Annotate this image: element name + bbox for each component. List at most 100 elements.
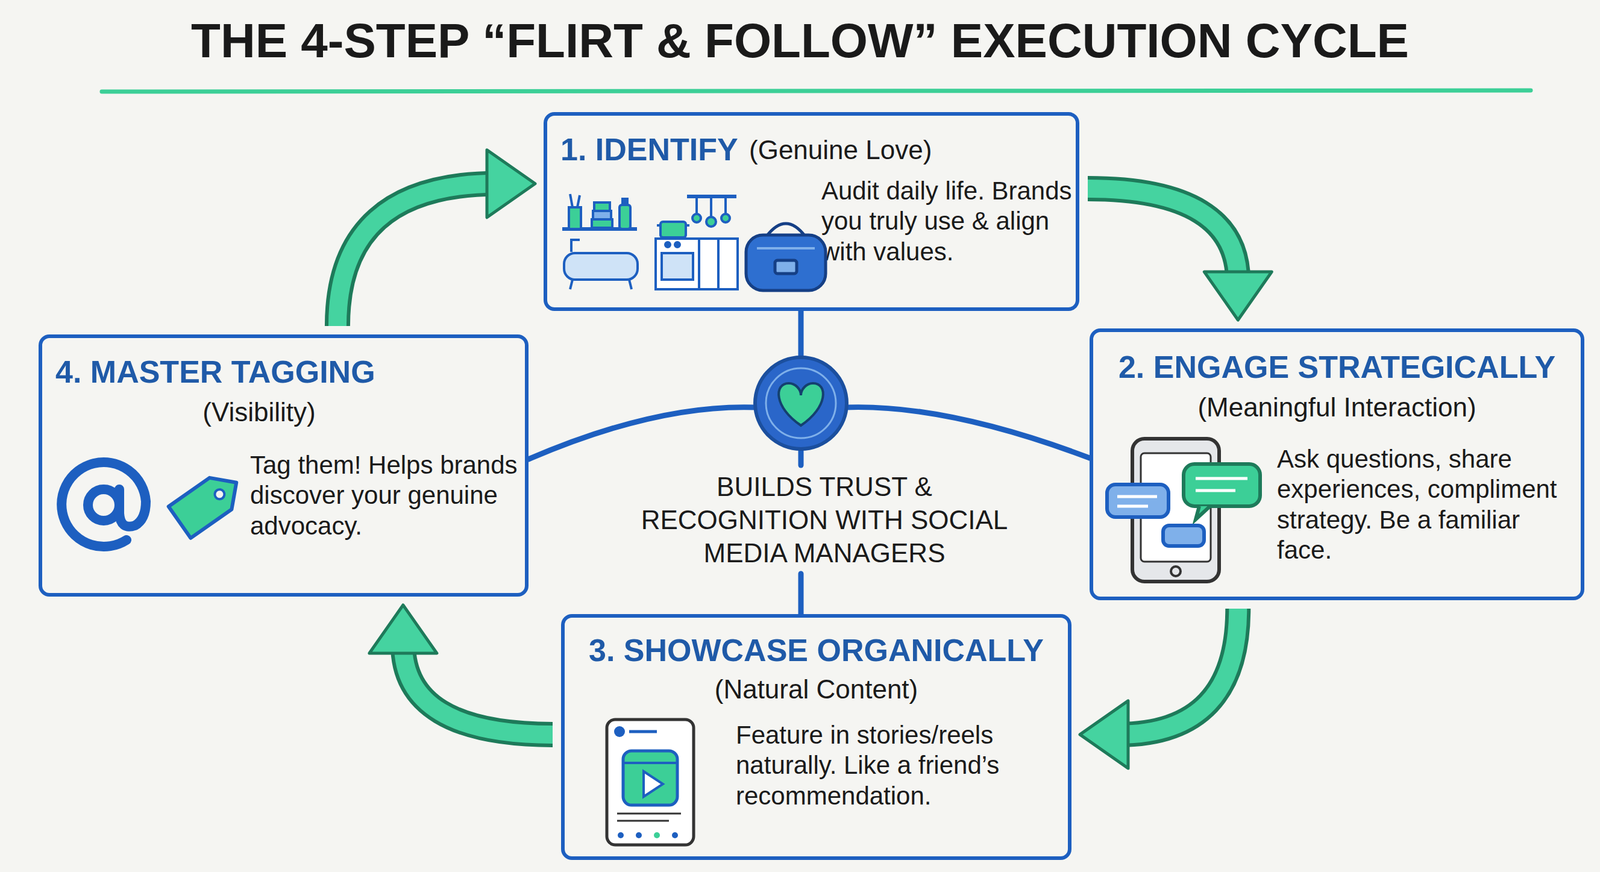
- step-box: 1. IDENTIFY(Genuine Love)Audit daily lif…: [543, 112, 1080, 311]
- title-underline: [101, 89, 1531, 92]
- step-body: Feature in stories/reels naturally. Like…: [735, 720, 1059, 812]
- step-subtitle: (Visibility): [42, 397, 477, 428]
- hub-lines: [798, 573, 804, 615]
- cycle-arrow: [369, 605, 553, 735]
- bag-icon: [756, 247, 815, 250]
- step-body: Audit daily life. Brands you truly use &…: [821, 175, 1075, 267]
- bathroom-icon: [629, 279, 632, 290]
- hub-lines: [798, 310, 804, 358]
- arrow-outline: [403, 643, 553, 735]
- step-body: Ask questions, share experiences, compli…: [1276, 444, 1576, 566]
- title-underline: [101, 89, 1531, 92]
- kitchen-icon: [692, 213, 701, 223]
- bathroom-icon: [562, 194, 638, 290]
- chat-phone-icon: [1170, 566, 1181, 577]
- bathroom-icon: [562, 227, 637, 231]
- kitchen-icon: [717, 238, 720, 290]
- bathroom-icon: [570, 194, 573, 208]
- arrow-head: [369, 605, 437, 654]
- bathroom-icon: [571, 239, 580, 252]
- reel-post-icon: [653, 832, 660, 839]
- chat-phone-icon: [1195, 506, 1211, 520]
- step-box: 3. SHOWCASE ORGANICALLY(Natural Content)…: [561, 614, 1072, 860]
- arrow-outline: [1118, 608, 1238, 735]
- hub-lines: [528, 407, 757, 460]
- step-heading: 3. SHOWCASE ORGANICALLY: [564, 632, 1068, 669]
- kitchen-icon: [660, 221, 686, 238]
- step-heading: 4. MASTER TAGGING: [55, 353, 376, 390]
- heart-hub: [755, 357, 847, 449]
- step-box: 4. MASTER TAGGING (Visibility) Tag them! H…: [38, 334, 529, 597]
- bathroom-icon: [592, 210, 612, 220]
- kitchen-icon: [674, 242, 680, 248]
- bathroom-icon: [619, 204, 631, 230]
- kitchen-icon: [687, 194, 737, 199]
- arrow-head: [1079, 700, 1129, 769]
- kitchen-icon: [655, 196, 738, 290]
- kitchen-icon: [685, 224, 690, 227]
- tag-icon: [168, 467, 248, 539]
- chat-phone-icon: [1107, 484, 1169, 518]
- arrow-outline: [337, 183, 497, 327]
- chat-phone-icon: [1117, 505, 1149, 509]
- reel-post-icon: [617, 820, 669, 822]
- kitchen-icon: [695, 196, 698, 215]
- hub-lines: [528, 310, 1090, 615]
- hub-lines: [845, 407, 1090, 459]
- chat-phone-icon: [1183, 464, 1261, 507]
- at-symbol-icon: [61, 462, 146, 547]
- arrow-head: [486, 150, 536, 218]
- chat-phone-icon: [1140, 453, 1211, 562]
- reel-post-icon: [635, 832, 642, 839]
- reel-post-icon: [617, 812, 681, 815]
- at-symbol-icon: [61, 462, 146, 547]
- hub-lines: [798, 448, 804, 466]
- chat-phone-icon: [1132, 438, 1220, 582]
- chat-phone-icon: [1195, 477, 1248, 481]
- reel-post-icon: [606, 719, 694, 845]
- heart-hub: [755, 357, 847, 449]
- step-heading: 1. IDENTIFY: [560, 131, 739, 168]
- reel-post-icon: [629, 730, 657, 734]
- bag-icon: [746, 235, 826, 291]
- bag-icon: [774, 260, 797, 274]
- kitchen-icon: [709, 196, 713, 219]
- tag-icon: [212, 487, 226, 501]
- diagram-title: THE 4-STEP “FLIRT & FOLLOW” EXECUTION CY…: [0, 13, 1600, 69]
- at-symbol-icon: [87, 489, 120, 521]
- kitchen-icon: [656, 224, 661, 227]
- step-subtitle: (Meaningful Interaction): [1093, 392, 1581, 423]
- reel-post-icon: [671, 832, 678, 839]
- heart-hub: [778, 383, 824, 426]
- tag-icon: [168, 467, 248, 539]
- arrow-shaft: [337, 183, 497, 327]
- arrow-shaft: [1087, 188, 1238, 282]
- reel-post-icon: [623, 761, 678, 765]
- arrow-head: [1204, 271, 1272, 320]
- chat-phone-icon: [1107, 438, 1261, 582]
- step-body: Tag them! Helps brands discover your gen…: [250, 450, 522, 542]
- bag-icon: [746, 223, 826, 291]
- bathroom-icon: [622, 198, 628, 205]
- kitchen-icon: [697, 238, 701, 290]
- kitchen-icon: [721, 213, 730, 223]
- chat-phone-icon: [1117, 495, 1158, 499]
- reel-post-icon: [623, 750, 678, 806]
- kitchen-icon: [665, 242, 671, 248]
- chat-phone-icon: [1195, 489, 1236, 493]
- arrow-outline: [1087, 188, 1238, 282]
- arrow-shaft: [403, 643, 553, 735]
- center-note: BUILDS TRUST & RECOGNITION WITH SOCIAL M…: [631, 470, 1018, 570]
- chat-phone-icon: [1163, 525, 1205, 546]
- kitchen-icon: [655, 238, 738, 290]
- bathroom-icon: [594, 202, 610, 211]
- bathroom-icon: [570, 279, 573, 290]
- cycle-arrow: [337, 150, 536, 327]
- cycle-arrow: [1087, 188, 1272, 320]
- kitchen-icon: [706, 216, 716, 227]
- heart-hub: [765, 368, 836, 439]
- bathroom-icon: [591, 219, 613, 228]
- arrow-shaft: [1118, 608, 1238, 735]
- cycle-arrow: [1079, 608, 1238, 769]
